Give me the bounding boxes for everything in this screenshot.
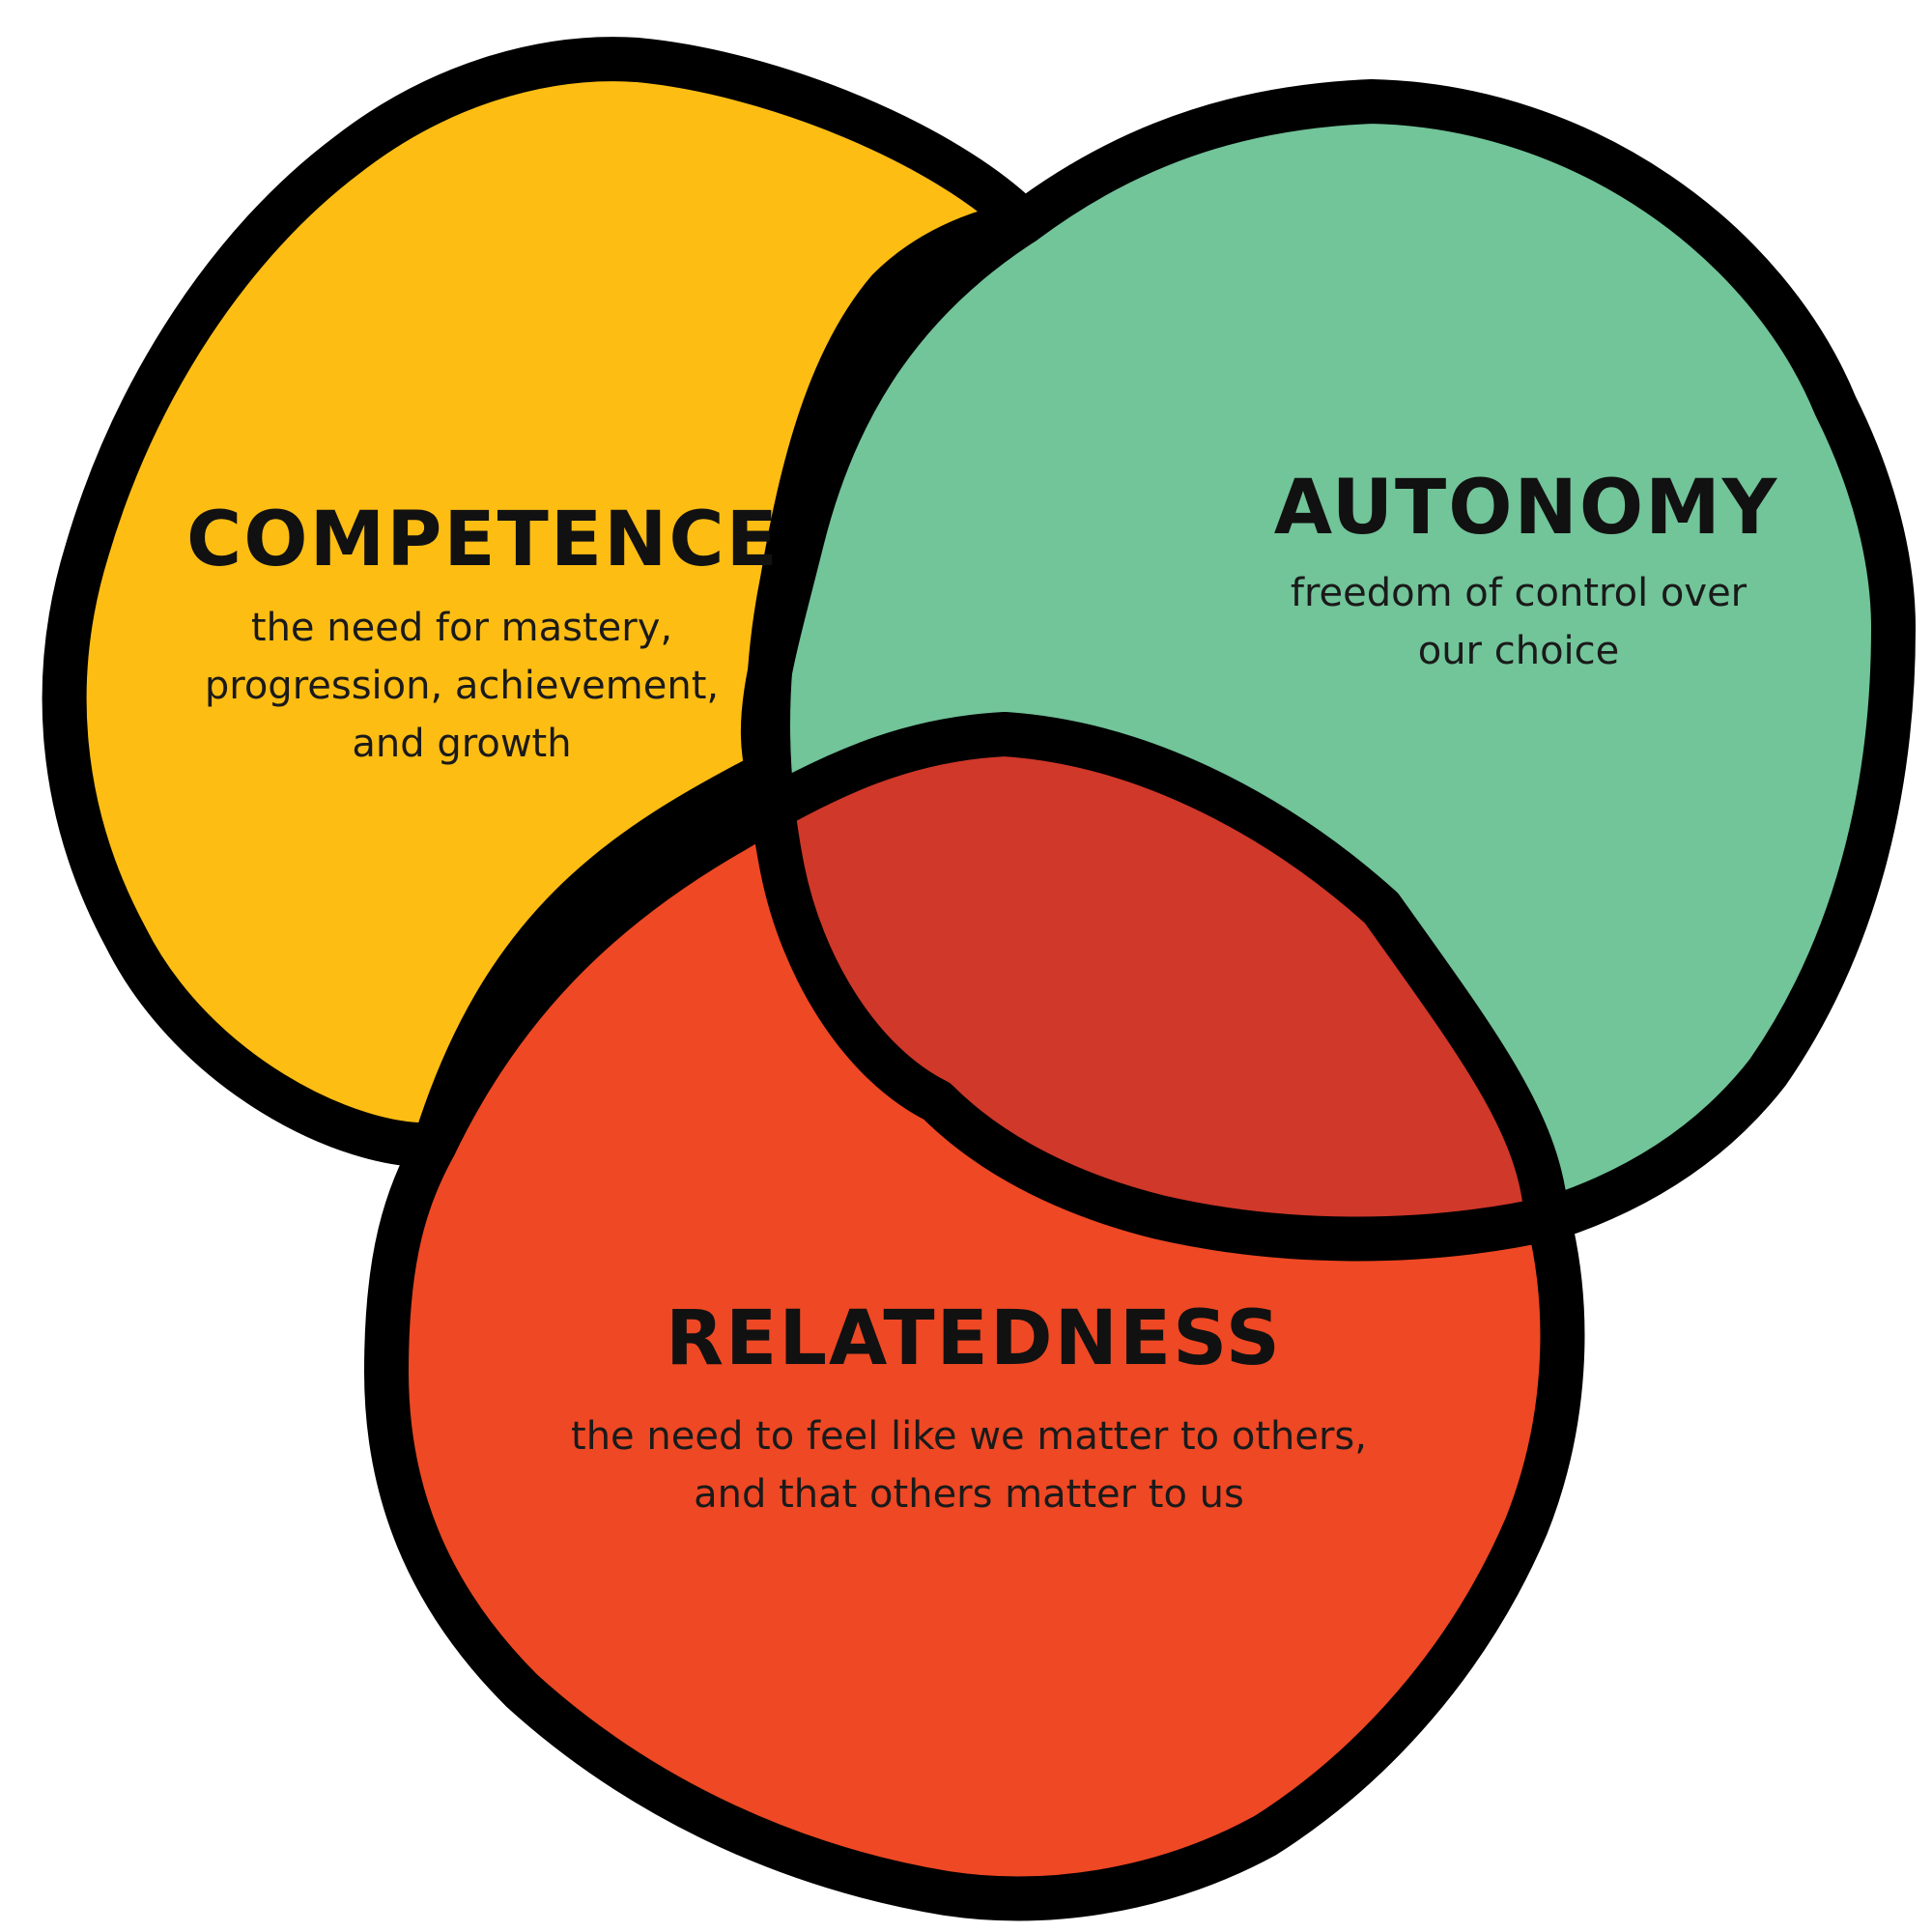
relatedness-description-line-2: and that others matter to us — [694, 1472, 1244, 1517]
autonomy-description-line-2: our choice — [1418, 629, 1620, 673]
autonomy-label-group: AUTONOMY freedom of control over our cho… — [1274, 465, 1779, 673]
autonomy-description-line-1: freedom of control over — [1291, 571, 1747, 615]
competence-title: COMPETENCE — [186, 497, 780, 583]
autonomy-relatedness-overlap — [768, 734, 1563, 1239]
competence-description-line-3: and growth — [352, 722, 571, 766]
relatedness-title: RELATEDNESS — [666, 1295, 1282, 1382]
competence-region — [64, 59, 1024, 1146]
relatedness-label-group: RELATEDNESS the need to feel like we mat… — [571, 1295, 1367, 1517]
competence-description-line-1: the need for mastery, — [251, 606, 672, 650]
relatedness-description-line-1: the need to feel like we matter to other… — [571, 1414, 1367, 1459]
competence-label-group: COMPETENCE the need for mastery, progres… — [186, 497, 780, 766]
autonomy-title: AUTONOMY — [1274, 465, 1779, 552]
competence-description-line-2: progression, achievement, — [205, 664, 719, 708]
autonomy-outline — [746, 79, 1916, 1262]
relatedness-outline — [364, 712, 1585, 1921]
